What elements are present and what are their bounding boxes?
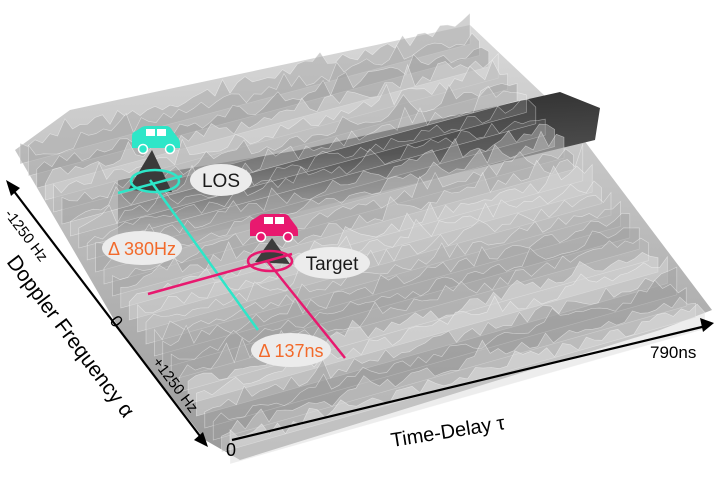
surface-ridge [120,143,584,309]
los-label: LOS [202,171,240,192]
delay-tick-max: 790ns [650,343,696,362]
doppler-axis-arrow-top [6,180,20,196]
delay-delta-bubble [251,333,331,367]
doppler-delta-bubble [102,231,182,265]
surface-ridge [212,279,687,441]
target-label: Target [306,254,360,275]
doppler-axis-line [9,185,204,441]
target-label-bubble [294,247,370,279]
los-doppler-line [117,174,183,195]
target-delay-line [267,261,346,359]
los-label-bubble [190,164,252,196]
delay-axis-arrow [700,318,714,332]
delay-axis-line [231,324,707,442]
delay-delta-label: Δ 137ns [258,341,323,361]
los-vehicle-icon [132,126,180,155]
doppler-tick-min: -1250 Hz [1,206,51,265]
surface-ridge [19,12,471,165]
target-peak-ring [246,249,294,273]
delay-tick-min: 0 [226,440,236,460]
doppler-axis-arrow-bottom [194,432,208,447]
los-delay-line [148,179,260,331]
target-doppler-line [147,252,293,296]
surface-ridge [145,191,612,345]
los-peak-ring [129,168,181,194]
target-vehicle-icon [250,214,298,243]
delay-axis-title: Time-Delay τ [389,412,506,452]
doppler-delta-label: Δ 380Hz [108,239,176,259]
